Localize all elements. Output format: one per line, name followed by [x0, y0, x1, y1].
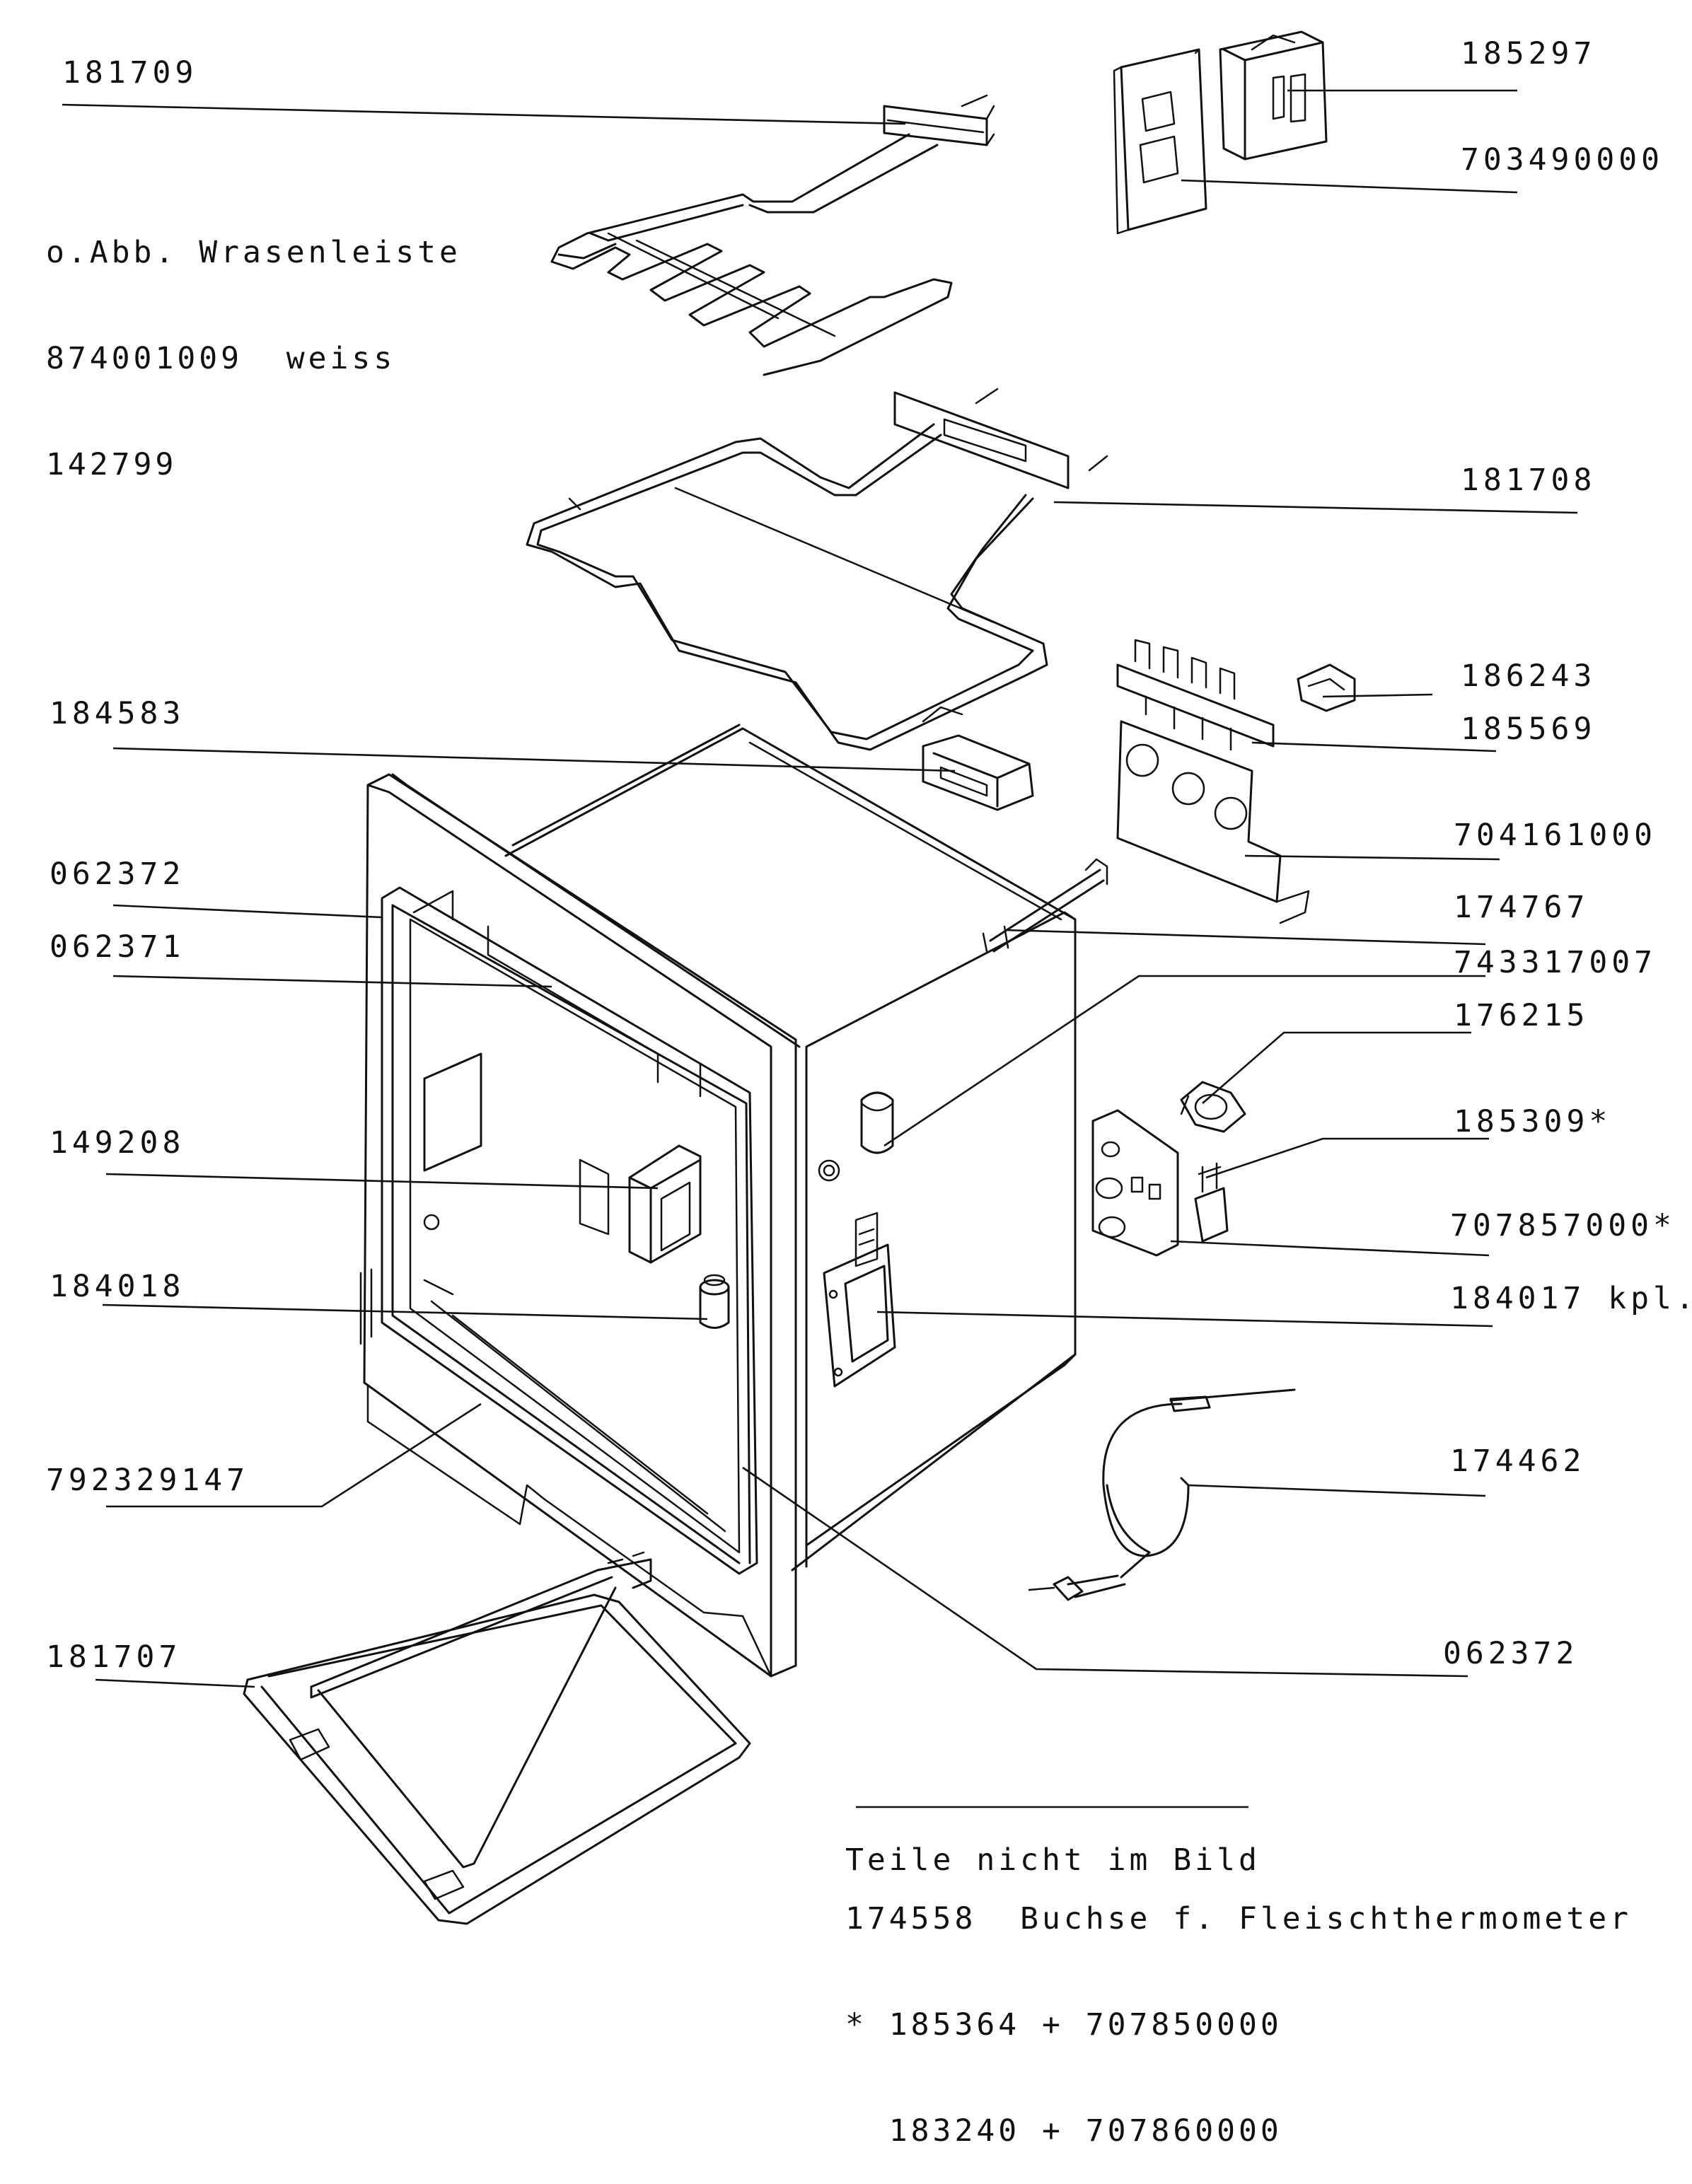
label-184018: 184018 [50, 1269, 185, 1304]
oven-cavity [504, 724, 1077, 1572]
meat-thermometer-probe [1028, 1388, 1296, 1601]
label-149208: 149208 [50, 1125, 185, 1161]
grill-heating-element-top [550, 94, 995, 376]
label-703490000: 703490000 [1461, 142, 1664, 178]
fan-motor-housing [922, 734, 1034, 811]
parts-not-shown-list: 174558 Buchse f. Fleischthermometer * 18… [845, 1830, 1632, 2184]
oven-lamp-housing [628, 1144, 702, 1264]
thermal-cutout-sensor [982, 858, 1108, 953]
parts-not-shown: Teile nicht im Bild [845, 1772, 1261, 1913]
label-062372-bottom: 062372 [1443, 1636, 1579, 1671]
switch-bracket [1091, 1109, 1179, 1257]
label-176215: 176215 [1454, 998, 1589, 1033]
label-062371: 062371 [50, 929, 185, 965]
label-181708: 181708 [1461, 463, 1597, 498]
control-bracket-plate [1113, 48, 1207, 235]
label-792329147: 792329147 [46, 1463, 249, 1498]
label-174462: 174462 [1450, 1444, 1586, 1479]
part-line-3: 183240 + 707860000 [845, 2113, 1282, 2149]
thermostat-sensor [699, 1274, 730, 1329]
label-184017: 184017 kpl. [1450, 1281, 1692, 1316]
label-185297: 185297 [1461, 36, 1597, 71]
part-line-2: * 185364 + 707850000 [845, 2007, 1282, 2043]
note-line-3: 142799 [46, 447, 178, 482]
bottom-heating-element [243, 1551, 751, 1925]
terminal-block [1116, 639, 1275, 751]
front-frame [359, 773, 801, 1678]
label-181707: 181707 [46, 1639, 182, 1675]
leader-lines [62, 89, 1578, 1808]
exploded-parts-drawing [62, 30, 1578, 1925]
door-contact-switch [1194, 1162, 1229, 1243]
label-185309: 185309* [1454, 1104, 1612, 1139]
temperature-limiter [1180, 1081, 1246, 1133]
label-707857000: 707857000* [1450, 1208, 1676, 1243]
lamp-socket-assembly [823, 1212, 896, 1388]
terminal-mounting-plate [1116, 720, 1310, 924]
small-switch [1297, 663, 1356, 712]
note-line-2: 874001009 weiss [46, 341, 396, 376]
label-174767: 174767 [1454, 890, 1589, 925]
label-185569: 185569 [1461, 711, 1597, 747]
label-184583: 184583 [50, 696, 185, 731]
label-743317007: 743317007 [1454, 945, 1657, 980]
diagram-canvas: o.Abb. Wrasenleiste 874001009 weiss 1427… [46, 30, 1692, 2149]
label-186243: 186243 [1461, 658, 1597, 694]
parts-not-shown-heading: Teile nicht im Bild [845, 1842, 1261, 1878]
label-181709: 181709 [62, 55, 198, 91]
label-062372-top: 062372 [50, 856, 185, 892]
top-note: o.Abb. Wrasenleiste 874001009 weiss 1427… [46, 164, 461, 518]
top-heating-element [526, 388, 1108, 751]
note-line-1: o.Abb. Wrasenleiste [46, 235, 461, 270]
part-line-1: 174558 Buchse f. Fleischthermometer [845, 1901, 1632, 1936]
rotary-switch-box [1219, 30, 1328, 161]
label-704161000: 704161000 [1454, 818, 1657, 853]
